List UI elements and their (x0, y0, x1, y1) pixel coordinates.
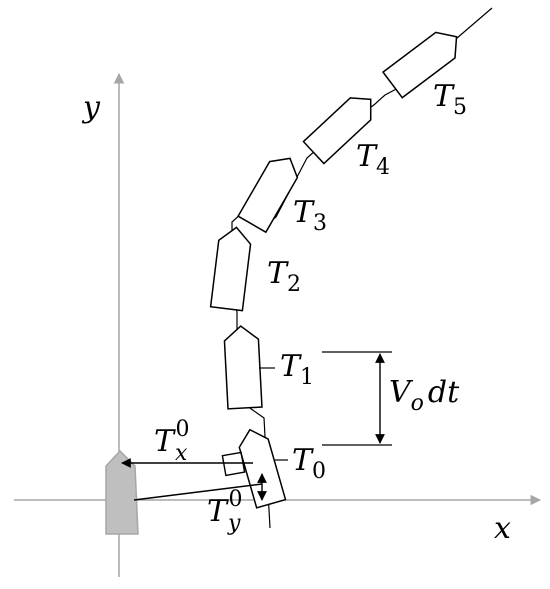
vessel-t4 (302, 97, 372, 165)
vessel-t2 (209, 226, 252, 312)
vessel-t3-hull (237, 157, 299, 234)
label-ty0: Ty0 (207, 487, 242, 536)
offset-construction (121, 451, 267, 501)
vessel-t4-hull (302, 97, 372, 165)
x-axis-label: x (494, 511, 511, 546)
vessel-t5-hull (381, 31, 458, 99)
baseline-to-reference (133, 483, 263, 501)
vessel-t5 (381, 31, 458, 99)
right-angle-marker (221, 451, 246, 477)
vessel-t3 (237, 157, 299, 234)
vessel-t2-hull (209, 226, 252, 312)
label-t0: T0 (292, 443, 326, 484)
label-t1: T1 (280, 349, 314, 390)
label-leaders (259, 367, 288, 461)
label-tx0: Tx0 (154, 417, 189, 466)
y-axis-label: y (81, 90, 101, 125)
label-t2: T2 (267, 256, 301, 297)
label-t3: T3 (293, 195, 327, 236)
step-distance (322, 351, 392, 446)
vessel-t1 (223, 325, 263, 410)
label-t5: T5 (433, 79, 467, 120)
label-t4: T4 (356, 139, 390, 180)
vessel-t1-hull (223, 325, 263, 410)
vessel-labels: T0 T1 T2 T3 T4 T5 (267, 79, 467, 484)
